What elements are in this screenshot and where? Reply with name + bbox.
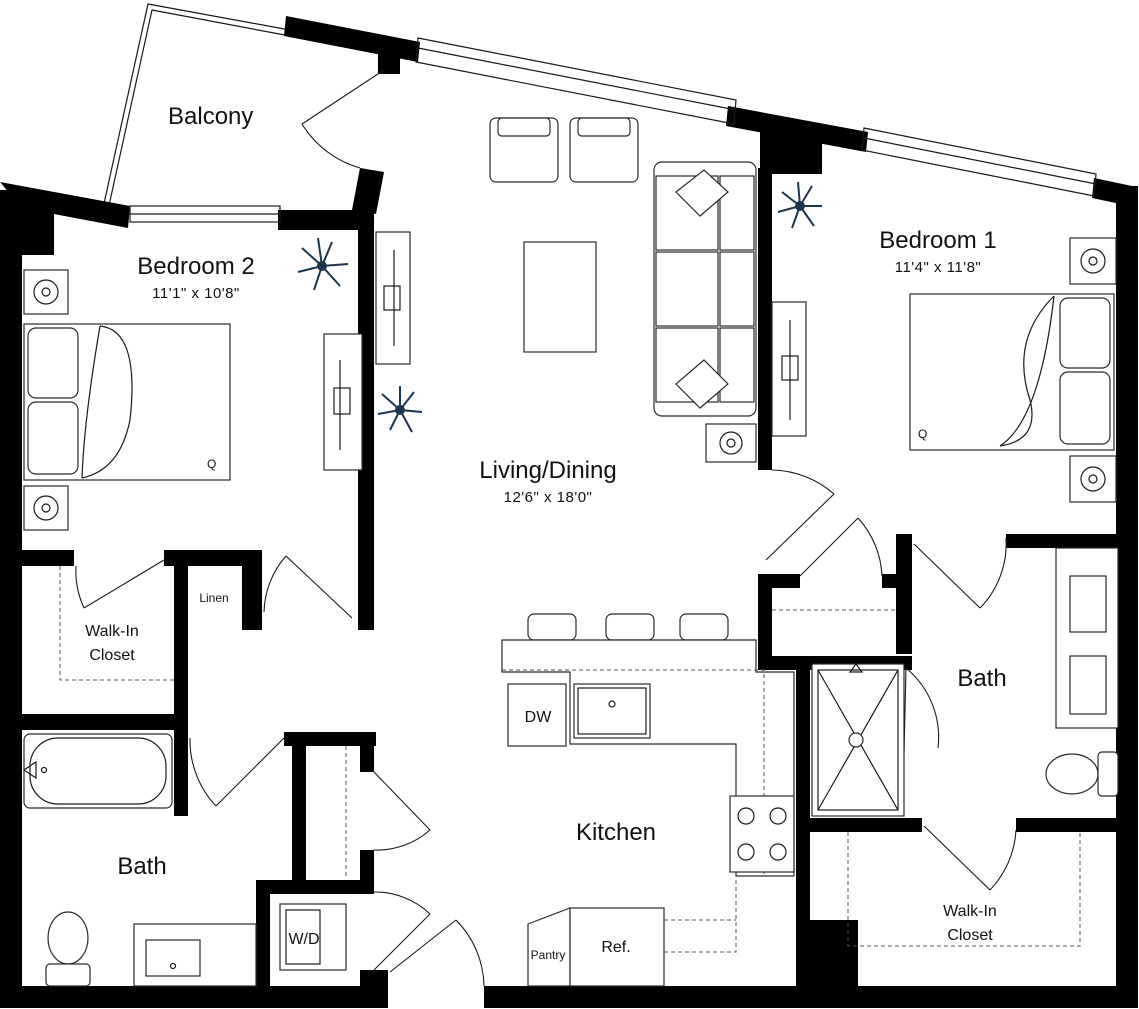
dishwasher <box>507 683 567 747</box>
bed-size-label: Q <box>207 457 216 471</box>
wall-bath1-left-stub <box>896 534 912 654</box>
lamp-icon <box>23 269 69 315</box>
wall-closet-divider <box>174 560 188 816</box>
fixture-label-pantry: Pantry <box>531 948 566 962</box>
wall-bed2-top <box>278 210 374 230</box>
bed-size-label: Q <box>918 427 927 441</box>
stove-icon <box>729 795 795 873</box>
plant-icon <box>297 237 349 291</box>
pantry <box>527 907 571 987</box>
fixture-label-wd: W/D <box>288 931 319 948</box>
wall-bed2-bottom-b <box>164 550 262 566</box>
dresser-bedroom2 <box>323 333 363 471</box>
bar-stool <box>527 613 577 641</box>
fixture-label-ref: Ref. <box>601 939 630 956</box>
room-label-walkin-right-1: Walk-In <box>943 903 997 920</box>
room-label-walkin-left-2: Closet <box>89 647 135 664</box>
wall-laundry-left <box>256 880 270 990</box>
toilet-icon <box>1045 751 1119 797</box>
sink-icon <box>1069 655 1107 715</box>
room-label-bath-left: Bath <box>117 853 166 880</box>
kitchen-fixtures <box>501 639 795 987</box>
plant-icon <box>777 181 822 229</box>
wall-balcony-diag <box>352 168 384 214</box>
wall-bath1-bottom-a <box>796 818 922 832</box>
wall-bed2-bottom-a <box>22 550 74 566</box>
room-label-walkin-left-1: Walk-In <box>85 623 139 640</box>
wall-bath-right <box>284 732 376 746</box>
laundry-fixtures <box>279 903 347 971</box>
windows <box>129 37 1097 223</box>
wall-linen-right <box>242 550 262 630</box>
sink-icon <box>145 939 201 977</box>
pillow-icon <box>27 401 79 475</box>
bar-stool <box>679 613 729 641</box>
room-label-bedroom2: Bedroom 2 <box>137 253 254 280</box>
room-label-bedroom1: Bedroom 1 <box>879 227 996 254</box>
labels: Balcony Bedroom 2 11'1" x 10'8" Bedroom … <box>85 103 1007 962</box>
wall-laundry-top <box>256 880 374 894</box>
bathtub <box>23 733 173 809</box>
bedroom1-furniture: Q <box>771 237 1117 503</box>
wall-pillar-bed1 <box>760 128 822 174</box>
wall-bed2-right <box>358 212 374 630</box>
balcony-outline <box>102 3 291 211</box>
wall-linen-r-left <box>758 574 772 670</box>
wall-laundry-bot <box>360 970 388 990</box>
fixture-label-dw: DW <box>525 709 553 726</box>
toilet-icon <box>45 911 91 987</box>
bedroom2-furniture: Q <box>23 269 363 531</box>
room-dim-bedroom1: 11'4" x 11'8" <box>895 259 982 276</box>
fixture-label-linen: Linen <box>199 591 228 605</box>
lamp-icon <box>705 423 757 463</box>
pillow-icon <box>27 327 79 399</box>
room-dim-living: 12'6" x 18'0" <box>504 489 593 506</box>
refrigerator <box>569 907 665 987</box>
plant-icon <box>377 386 423 433</box>
bath2-fixtures <box>22 733 257 987</box>
closet-dash-lines <box>59 566 1081 947</box>
living-furniture <box>375 117 757 641</box>
room-dim-bedroom2: 11'1" x 10'8" <box>152 285 240 302</box>
lamp-icon <box>23 485 69 531</box>
wall-hall-b <box>360 732 374 772</box>
wall-bath1-bottom-b <box>1016 818 1118 832</box>
bar-stool <box>605 613 655 641</box>
bath1-fixtures <box>811 547 1119 817</box>
room-label-kitchen: Kitchen <box>576 819 656 846</box>
wall-bed1-left <box>758 168 772 470</box>
room-label-living: Living/Dining <box>479 457 616 484</box>
pillow-icon <box>1059 371 1111 445</box>
wall-bed1-bottom-a <box>766 574 800 588</box>
wall-closet-r-block <box>808 920 858 990</box>
room-label-walkin-right-2: Closet <box>947 927 993 944</box>
wall-closet-bottom <box>22 714 188 730</box>
sink-icon <box>1069 575 1107 633</box>
wall-left <box>0 190 22 1008</box>
wall-hall-a <box>292 732 306 888</box>
wall-bottom-right <box>484 986 1138 1008</box>
wall-pillar-top <box>378 52 400 74</box>
sink-icon <box>573 683 651 739</box>
pillow-icon <box>1059 297 1111 369</box>
tv-console <box>375 231 411 365</box>
dresser-bedroom1 <box>771 301 807 437</box>
room-label-balcony: Balcony <box>168 103 253 130</box>
coffee-table <box>523 241 597 353</box>
wall-bottom-left <box>0 986 388 1008</box>
room-label-bath-right: Bath <box>957 665 1006 692</box>
wall-left-corner <box>22 205 54 255</box>
wall-top-left <box>284 16 420 62</box>
lamp-icon <box>1069 237 1117 285</box>
walls <box>0 16 1138 1008</box>
wall-bed1-bottom-c <box>1006 534 1118 548</box>
doors <box>75 69 1017 987</box>
washer-dryer <box>279 903 347 971</box>
lamp-icon <box>1069 455 1117 503</box>
wall-left-top <box>0 182 130 228</box>
wall-right <box>1116 186 1138 1006</box>
